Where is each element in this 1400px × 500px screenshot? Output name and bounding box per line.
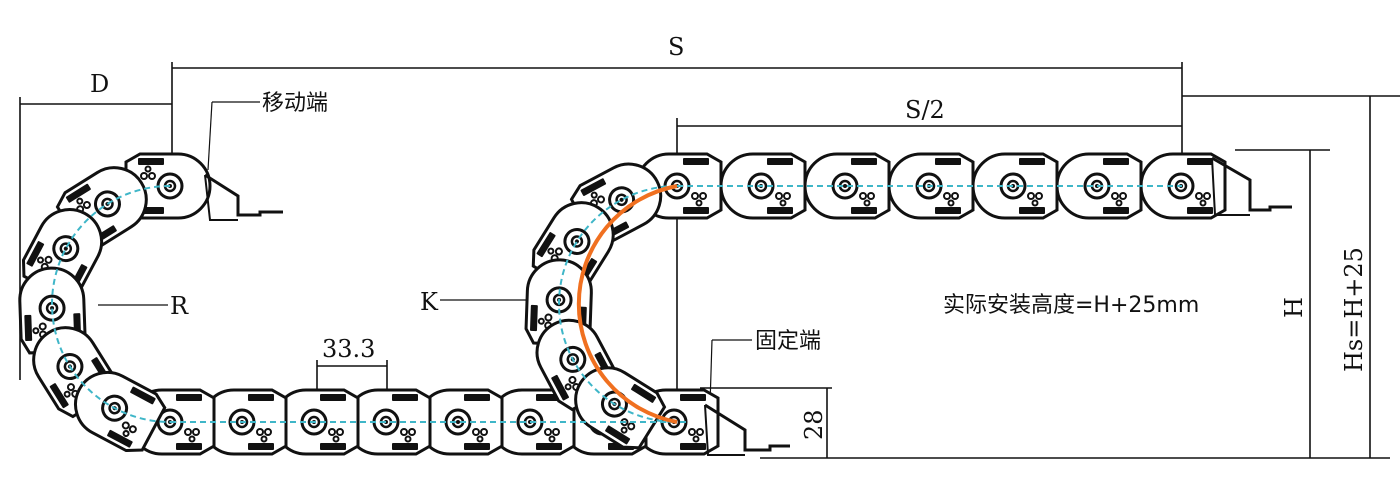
chain-link bbox=[1139, 152, 1227, 220]
label-s: S bbox=[668, 33, 684, 61]
label-fixed-end: 固定端 bbox=[755, 329, 821, 354]
label-d: D bbox=[90, 70, 109, 98]
label-hs: Hs=H+25 bbox=[1340, 247, 1368, 372]
label-r: R bbox=[170, 292, 189, 320]
label-s-half: S/2 bbox=[905, 96, 945, 124]
chain-link bbox=[719, 152, 807, 220]
chain-link bbox=[971, 152, 1059, 220]
label-install-height: 实际安装高度=H+25mm bbox=[943, 293, 1199, 318]
fixed-end-bracket bbox=[704, 403, 790, 456]
label-k: K bbox=[420, 288, 439, 316]
label-h: H bbox=[1280, 297, 1308, 318]
label-28: 28 bbox=[800, 409, 828, 440]
bend-radius-arc bbox=[576, 184, 678, 424]
chain-link bbox=[74, 370, 167, 453]
top-right-bracket bbox=[1211, 156, 1292, 216]
chain-centerline bbox=[51, 185, 1182, 423]
label-moving-end: 移动端 bbox=[262, 91, 328, 116]
moving-end-bracket bbox=[204, 173, 283, 221]
label-pitch: 33.3 bbox=[322, 335, 375, 363]
